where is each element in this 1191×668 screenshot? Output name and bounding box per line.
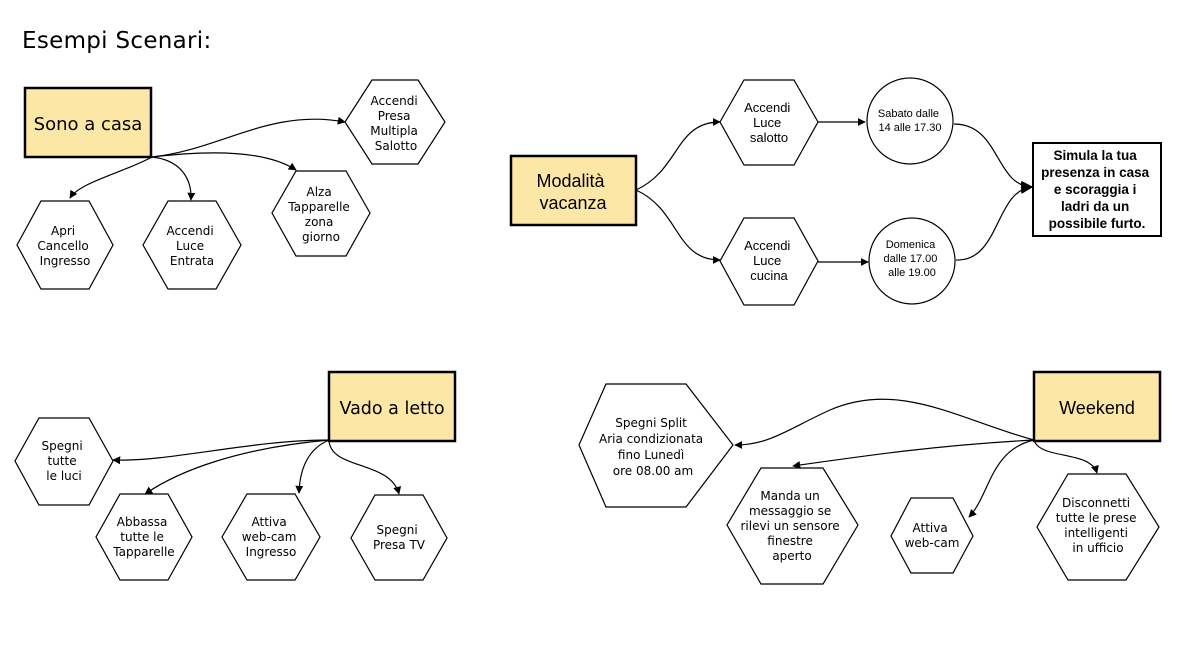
trigger-box-weekend [1032,370,1162,443]
page-title: Esempi Scenari: [22,28,212,54]
edge-vacanza-salotto [635,118,721,191]
edge-letto-webcam [295,439,330,494]
edge-weekend-disconnetti [1033,439,1099,474]
action-label-attiva-webcam-ingresso: Attiva web-cam Ingresso [242,515,301,559]
action-label-spegni-presa-tv: Spegni Presa TV [373,523,426,552]
edge-casa-alza [151,152,297,171]
time-label-domenica: Domenica dalle 17.00 alle 19.00 [884,239,941,279]
edge-casa-presa [151,116,346,158]
action-hex-attiva-webcam [890,497,974,574]
trigger-label-vado-a-letto: Vado a letto [339,399,444,419]
action-label-manda-messaggio: Manda un messaggio se rilevi un sensore … [741,489,844,563]
trigger-box-modalita-vacanza [509,154,638,227]
edge-domenica-result [955,181,1034,261]
action-hex-manda-messaggio [726,467,859,585]
scenario-sono-a-casa: Sono a casa Accendi Presa Multipla Salot… [16,79,446,290]
trigger-label-weekend: Weekend [1059,398,1135,418]
edge-letto-tapparelle [144,439,330,495]
edge-letto-presa-tv [328,439,402,495]
edge-weekend-webcam [968,439,1035,518]
edge-letto-luci [112,439,330,465]
action-label-alza-tapparelle: Alza Tapparelle zona giorno [287,185,353,244]
edge-casa-apri [69,156,153,199]
action-hex-spegni-presa-tv [350,494,448,581]
action-hex-attiva-webcam-ingresso [221,493,321,581]
action-hex-alza-tapparelle [271,170,371,257]
action-label-accendi-luce-entrata: Accendi Luce Entrata [167,224,218,268]
action-label-abbassa-tapparelle: Abbassa tutte le Tapparelle [112,515,174,559]
scenario-modalita-vacanza: Modalità vacanza Accendi Luce salotto Ac… [509,77,1162,306]
scenario-vado-a-letto: Vado a letto Spegni tutte le luci Abbass… [14,370,457,581]
action-hex-apri-cancello [16,200,114,290]
action-label-spegni-split: Spegni Split Aria condizionata fino Lune… [599,416,707,478]
time-circle-domenica [868,217,956,305]
action-hex-accendi-luce-entrata [142,200,242,290]
action-label-accendi-luce-cucina: Accendi Luce cucina [744,238,794,283]
action-hex-accendi-luce-salotto [719,79,819,166]
trigger-label-sono-a-casa: Sono a casa [34,114,143,135]
action-hex-abbassa-tapparelle [95,493,193,581]
action-label-attiva-webcam: Attiva web-cam [905,521,960,550]
edge-casa-luce [151,156,196,201]
edge-vacanza-cucina [635,189,721,264]
action-label-spegni-luci: Spegni tutte le luci [41,439,86,483]
action-hex-accendi-presa [344,79,446,165]
edge-sabato-result [953,123,1034,193]
result-label-simula-presenza: Simula la tua presenza in casa e scoragg… [1041,148,1153,231]
action-hex-accendi-luce-cucina [719,217,819,306]
action-hex-spegni-luci [14,417,114,506]
edge-weekend-split [734,398,1035,449]
action-hex-disconnetti-prese [1036,473,1160,581]
trigger-label-modalita-vacanza: Modalità vacanza [536,171,609,213]
action-label-accendi-presa: Accendi Presa Multipla Salotto [370,94,421,153]
action-hex-spegni-split [578,383,734,508]
time-label-sabato: Sabato dalle 14 alle 17.30 [878,108,942,134]
trigger-box-sono-a-casa [23,86,153,159]
action-label-apri-cancello: Apri Cancello Ingresso [37,224,92,268]
trigger-box-vado-a-letto [327,370,457,443]
action-label-disconnetti-prese: Disconnetti tutte le prese intelligenti … [1056,496,1141,555]
result-box-simula-presenza [1032,142,1162,237]
action-label-accendi-luce-salotto: Accendi Luce salotto [744,100,794,145]
scenario-weekend: Weekend Spegni Split Aria condizionata f… [578,370,1162,585]
edge-weekend-messaggio [792,439,1035,469]
time-circle-sabato [866,77,954,165]
